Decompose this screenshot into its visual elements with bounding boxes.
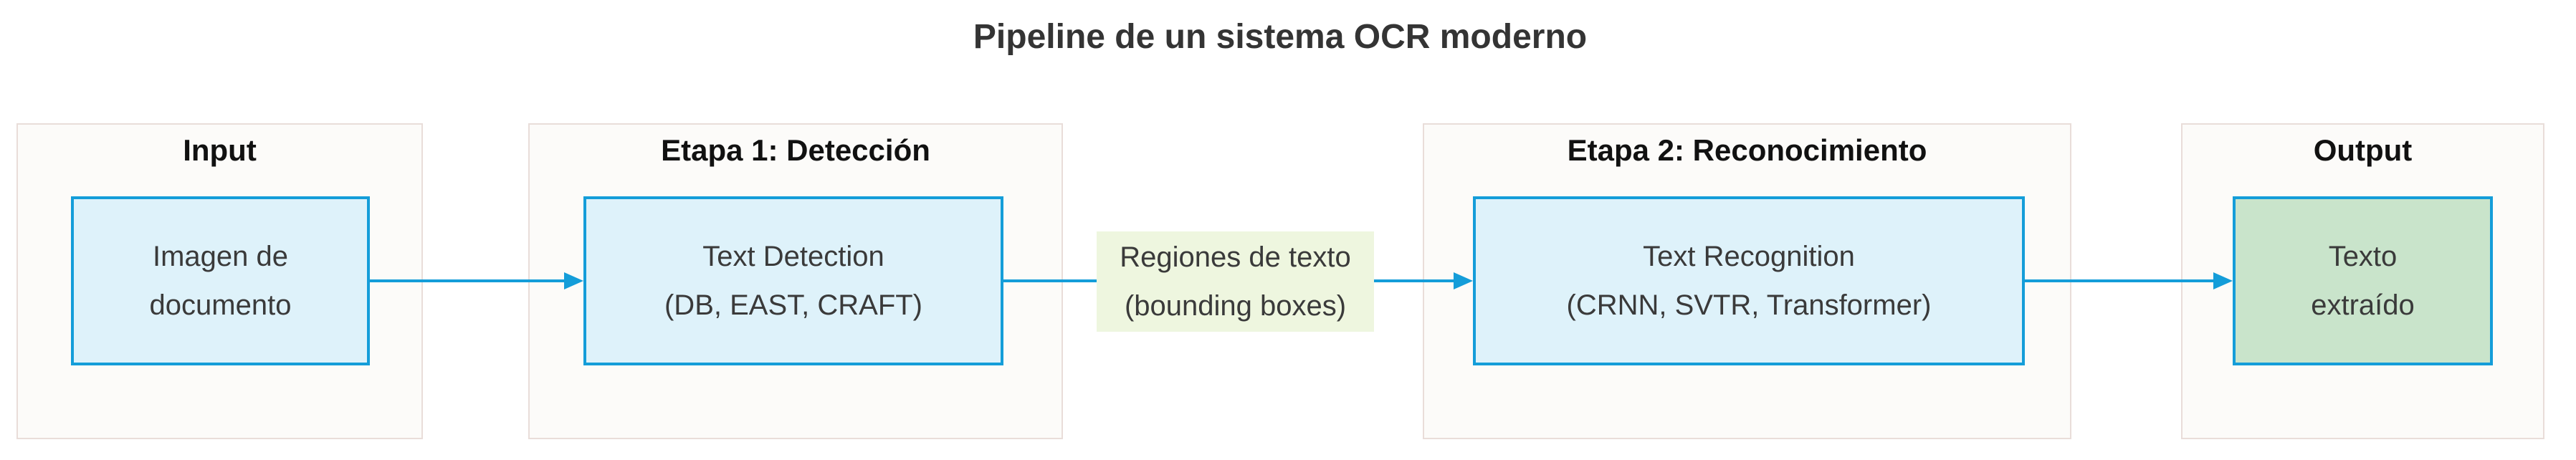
node-text-line: Imagen de — [152, 241, 289, 272]
node-text-line: extraído — [2311, 289, 2415, 321]
cluster-input-label: Input — [183, 133, 257, 167]
node-texto-extraido: Texto extraído — [2233, 196, 2493, 365]
node-text-recognition: Text Recognition (CRNN, SVTR, Transforme… — [1473, 196, 2025, 365]
arrowhead-icon — [1454, 272, 1473, 289]
edge-label-line: (bounding boxes) — [1124, 290, 1347, 322]
arrowhead-icon — [2213, 272, 2233, 289]
cluster-output-label: Output — [2313, 133, 2413, 167]
node-text-line: Text Recognition — [1643, 241, 1855, 272]
node-text-detection: Text Detection (DB, EAST, CRAFT) — [583, 196, 1003, 365]
node-text-line: documento — [149, 289, 292, 321]
node-text-line: (DB, EAST, CRAFT) — [664, 289, 923, 321]
cluster-etapa-1-label: Etapa 1: Detección — [661, 133, 930, 167]
node-imagen-de-documento: Imagen de documento — [71, 196, 370, 365]
arrowhead-icon — [564, 272, 583, 289]
diagram-title: Pipeline de un sistema OCR moderno — [973, 18, 1588, 56]
edge-input-to-detection — [369, 279, 564, 282]
edge-recognition-to-output — [2025, 279, 2213, 282]
cluster-etapa-2-label: Etapa 2: Reconocimiento — [1567, 133, 1927, 167]
node-text-line: Texto — [2328, 241, 2398, 272]
edge-label-line: Regiones de texto — [1120, 241, 1351, 273]
node-text-line: Text Detection — [702, 241, 884, 272]
edge-label-regiones-de-texto: Regiones de texto (bounding boxes) — [1097, 231, 1374, 332]
node-text-line: (CRNN, SVTR, Transformer) — [1566, 289, 1932, 321]
